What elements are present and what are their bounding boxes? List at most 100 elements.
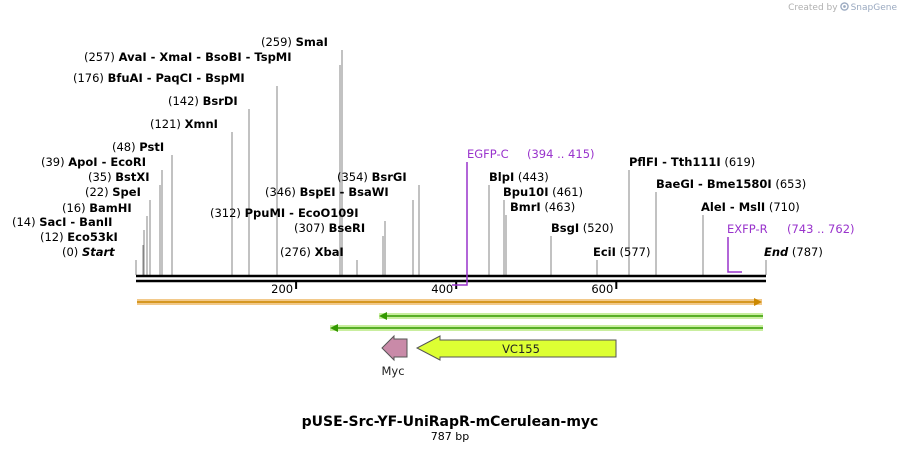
site-position-bamhi: (16) (62, 201, 89, 215)
site-name-xmni: XmnI (185, 117, 218, 131)
feature-vc155[interactable]: VC155 (415, 335, 617, 361)
site-label-bseri[interactable]: (307) BseRI (294, 221, 365, 235)
site-label-baegi[interactable]: BaeGI - Bme1580I (653) (656, 177, 806, 191)
site-name-spei: SpeI (112, 185, 141, 199)
site-position-baegi: (653) (772, 177, 807, 191)
site-label-bmri[interactable]: BmrI (463) (510, 200, 575, 214)
site-label-avai[interactable]: (257) AvaI - XmaI - BsoBI - TspMI (84, 50, 292, 64)
orf-reverse-1[interactable] (379, 312, 763, 320)
site-position-ecii: (577) (616, 245, 651, 259)
site-position-apoi: (39) (41, 155, 68, 169)
site-position-start: (0) (62, 245, 82, 259)
site-label-pflfi[interactable]: PflFI - Tth111I (619) (629, 155, 755, 169)
snapgene-credit: Created by SnapGene (788, 2, 897, 14)
site-position-saci: (14) (12, 215, 39, 229)
site-label-smai[interactable]: (259) SmaI (261, 35, 328, 49)
site-label-bamhi[interactable]: (16) BamHI (62, 201, 132, 215)
primer-egfp-c-range: (394 .. 415) (527, 147, 595, 161)
site-name-eco53ki: Eco53kI (67, 230, 118, 244)
orf-reverse-1-arrowhead (379, 312, 387, 320)
site-label-xbai[interactable]: (276) XbaI (280, 245, 344, 259)
site-name-baegi: BaeGI - Bme1580I (656, 177, 772, 191)
feature-myc[interactable]: Myc (381, 334, 408, 378)
site-position-alei: (710) (765, 200, 800, 214)
site-label-spei[interactable]: (22) SpeI (85, 185, 141, 199)
feature-myc-arrow (381, 334, 408, 362)
site-label-apoi[interactable]: (39) ApoI - EcoRI (41, 155, 146, 169)
site-position-pflfi: (619) (721, 155, 756, 169)
site-name-end: End (764, 245, 789, 259)
orf-reverse-2[interactable] (330, 324, 763, 332)
site-label-eco53ki[interactable]: (12) Eco53kI (40, 230, 118, 244)
map-title: pUSE-Src-YF-UniRapR-mCerulean-myc (302, 414, 599, 430)
primer-exfp-r-range: (743 .. 762) (787, 222, 855, 236)
site-position-ppumi: (312) (210, 206, 245, 220)
site-position-bstxi: (35) (88, 170, 115, 184)
site-label-ecii[interactable]: EciI (577) (593, 245, 651, 259)
site-name-saci: SacI - BanII (39, 215, 112, 229)
primer-exfp-r[interactable]: EXFP-R (743 .. 762) (727, 222, 855, 273)
site-label-bfuai[interactable]: (176) BfuAI - PaqCI - BspMI (73, 71, 245, 85)
site-label-bspei[interactable]: (346) BspEI - BsaWI (265, 185, 389, 199)
site-label-alei[interactable]: AleI - MslI (710) (701, 200, 800, 214)
site-label-psti[interactable]: (48) PstI (112, 140, 164, 154)
site-name-blpi: BlpI (489, 170, 514, 184)
site-name-bsrdi: BsrDI (203, 94, 238, 108)
orf-forward[interactable] (137, 298, 762, 306)
site-name-alei: AleI - MslI (701, 200, 765, 214)
site-label-bsrgi[interactable]: (354) BsrGI (337, 170, 407, 184)
site-position-avai: (257) (84, 50, 119, 64)
site-position-blpi: (443) (514, 170, 549, 184)
site-position-bsrdi: (142) (168, 94, 203, 108)
site-label-end[interactable]: End (787) (764, 245, 823, 259)
site-name-xbai: XbaI (315, 245, 344, 259)
site-name-bsgi: BsgI (551, 221, 579, 235)
credit-brand: SnapGene (850, 3, 897, 13)
site-name-bsrgi: BsrGI (372, 170, 407, 184)
site-label-start[interactable]: (0) Start (62, 245, 115, 259)
site-name-bstxi: BstXI (115, 170, 149, 184)
site-position-bspei: (346) (265, 185, 300, 199)
site-name-avai: AvaI - XmaI - BsoBI - TspMI (119, 50, 292, 64)
feature-vc155-label: VC155 (502, 342, 540, 356)
site-position-end: (787) (788, 245, 823, 259)
site-name-bamhi: BamHI (89, 201, 131, 215)
primer-egfp-c[interactable]: EGFP-C (394 .. 415) (452, 147, 595, 286)
site-label-xmni[interactable]: (121) XmnI (150, 117, 218, 131)
site-label-bsrdi[interactable]: (142) BsrDI (168, 94, 238, 108)
feature-myc-label: Myc (381, 364, 404, 378)
site-labels: (0) Start(12) Eco53kI(14) SacI - BanII(1… (12, 35, 823, 259)
site-label-saci[interactable]: (14) SacI - BanII (12, 215, 112, 229)
site-name-bpu10i: Bpu10I (503, 185, 548, 199)
site-label-bsgi[interactable]: BsgI (520) (551, 221, 614, 235)
map-length: 787 bp (431, 430, 469, 443)
snapgene-logo-icon (839, 2, 849, 14)
site-tick-lines (135, 50, 767, 275)
site-name-bfuai: BfuAI - PaqCI - BspMI (108, 71, 245, 85)
site-position-bseri: (307) (294, 221, 329, 235)
site-name-pflfi: PflFI - Tth111I (629, 155, 721, 169)
site-label-bpu10i[interactable]: Bpu10I (461) (503, 185, 583, 199)
primer-egfp-c-arrow (452, 162, 468, 286)
primer-exfp-r-arrow (727, 237, 742, 273)
credit-prefix: Created by (788, 3, 838, 13)
site-label-blpi[interactable]: BlpI (443) (489, 170, 549, 184)
site-position-psti: (48) (112, 140, 139, 154)
site-name-ecii: EciI (593, 245, 616, 259)
ruler-label-200: 200 (271, 282, 293, 296)
site-position-smai: (259) (261, 35, 296, 49)
primer-exfp-r-label: EXFP-R (727, 222, 768, 236)
orf-forward-arrowhead (754, 298, 762, 306)
site-name-bspei: BspEI - BsaWI (300, 185, 389, 199)
site-position-spei: (22) (85, 185, 112, 199)
site-position-xmni: (121) (150, 117, 185, 131)
site-name-ppumi: PpuMI - EcoO109I (245, 206, 359, 220)
site-position-bsrgi: (354) (337, 170, 372, 184)
site-name-smai: SmaI (296, 35, 328, 49)
site-position-bfuai: (176) (73, 71, 108, 85)
ruler-label-600: 600 (591, 282, 613, 296)
site-label-ppumi[interactable]: (312) PpuMI - EcoO109I (210, 206, 359, 220)
site-label-bstxi[interactable]: (35) BstXI (88, 170, 150, 184)
site-position-xbai: (276) (280, 245, 315, 259)
